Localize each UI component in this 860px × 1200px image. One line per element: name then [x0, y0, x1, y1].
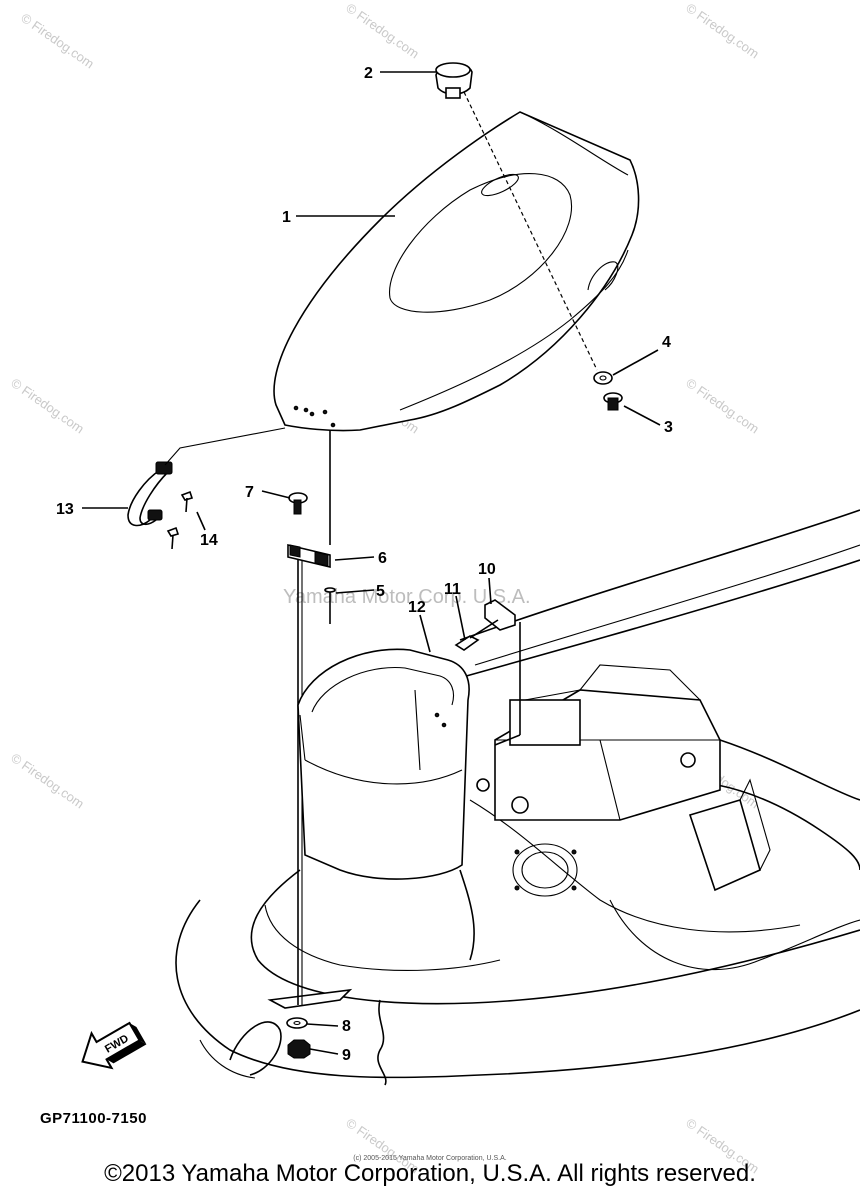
part-14-rivets	[166, 490, 194, 550]
callout-14: 14	[200, 532, 218, 549]
part-7-screw	[288, 492, 308, 515]
callout-2: 2	[364, 65, 373, 82]
fwd-arrow-icon: FWD	[81, 1021, 147, 1070]
small-copyright: (c) 2005-2015 Yamaha Motor Corporation, …	[353, 1155, 507, 1162]
hull-deck	[175, 509, 860, 1086]
callout-8: 8	[342, 1018, 351, 1035]
callout-labels: 1 2 3 4 5 6 7 8 9 10 11 12 13 14	[56, 65, 673, 1064]
callout-10: 10	[478, 561, 496, 578]
callout-3: 3	[664, 419, 673, 436]
part-10-clip	[484, 599, 521, 746]
part-3-bolt	[603, 392, 623, 411]
part-1-hatch-cover	[273, 111, 640, 432]
callout-7: 7	[245, 484, 254, 501]
watermark: © Firedog.com	[683, 0, 762, 61]
watermarks: © Firedog.com © Firedog.com © Firedog.co…	[8, 0, 762, 1176]
callout-4: 4	[662, 334, 671, 351]
part-5-pin	[324, 430, 336, 624]
watermark: © Firedog.com	[18, 10, 97, 71]
copyright-footer: ©2013 Yamaha Motor Corporation, U.S.A. A…	[104, 1160, 756, 1187]
watermark: © Firedog.com	[8, 375, 87, 436]
part-2-cap	[435, 62, 473, 99]
watermark: © Firedog.com	[683, 375, 762, 436]
watermark: © Firedog.com	[343, 0, 422, 61]
callout-9: 9	[342, 1047, 351, 1064]
leader-lines	[82, 71, 661, 1055]
callout-1: 1	[282, 209, 291, 226]
part-4-washer	[593, 371, 613, 385]
part-9-nut	[287, 1039, 311, 1059]
part-number-label: GP71100-7150	[40, 1110, 147, 1127]
callout-11: 11	[444, 581, 461, 598]
part-8-washer	[286, 1017, 308, 1029]
callout-6: 6	[378, 550, 387, 567]
callout-12: 12	[408, 599, 426, 616]
part-6-bracket	[287, 543, 331, 569]
watermark: © Firedog.com	[8, 750, 87, 811]
callout-5: 5	[376, 583, 385, 600]
callout-13: 13	[56, 501, 74, 518]
part-12-storage-bucket	[297, 648, 470, 880]
part-13-strap	[127, 427, 286, 527]
